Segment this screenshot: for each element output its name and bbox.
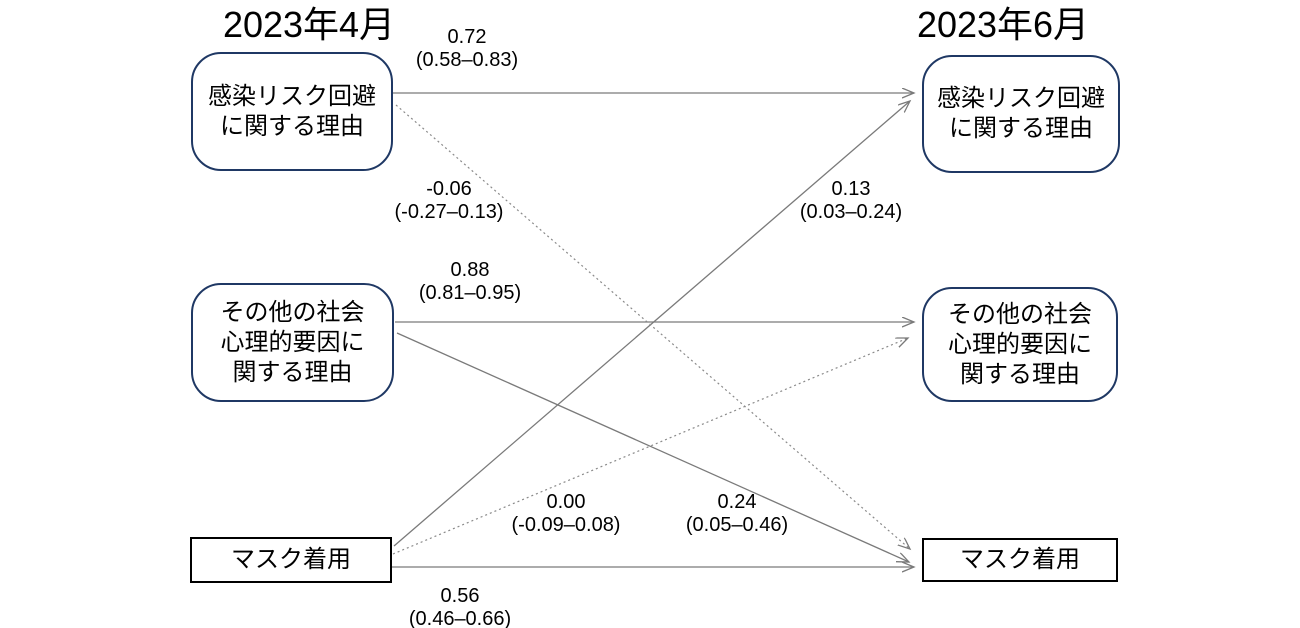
edge-estimate: 0.72 (447, 26, 487, 48)
node-label-line: 心理的要因に (948, 330, 1092, 358)
edge-confidence-interval: (0.46–0.66) (408, 608, 512, 628)
edge-mask-to-psych-line (392, 338, 908, 555)
edge-label-mask-to-mask: 0.56 (0.46–0.66) (409, 585, 511, 628)
edge-estimate: 0.56 (440, 585, 480, 607)
edge-label-mask-to-infection: 0.13 (0.03–0.24) (800, 178, 902, 224)
edge-estimate: 0.24 (717, 491, 757, 513)
node-label-line: に関する理由 (949, 115, 1093, 142)
node-label-line: マスク着用 (960, 546, 1080, 573)
node-label-line: に関する理由 (220, 112, 364, 140)
edge-label-infection-to-mask: -0.06 (-0.27–0.13) (395, 178, 504, 224)
edge-psych-to-mask-line (396, 332, 909, 562)
edge-confidence-interval: (0.58–0.83) (415, 49, 519, 71)
edge-estimate: -0.06 (426, 178, 472, 200)
edge-mask-to-infection-line (393, 101, 910, 547)
node-label-line: 関する理由 (960, 360, 1080, 388)
edge-label-mask-to-psych: 0.00 (-0.09–0.08) (512, 491, 621, 537)
node-other-psychosocial-factors-june: その他の社会 心理的要因に 関する理由 (922, 287, 1118, 402)
edge-label-psych-to-mask: 0.24 (0.05–0.46) (686, 491, 788, 537)
edge-label-psych-to-psych: 0.88 (0.81–0.95) (419, 259, 521, 305)
node-label-line: その他の社会 (220, 298, 365, 326)
node-label-line: 感染リスク回避 (937, 85, 1105, 112)
edge-confidence-interval: (0.03–0.24) (799, 201, 903, 223)
edge-infection-to-mask-line (395, 104, 910, 549)
node-infection-risk-avoidance-june: 感染リスク回避 に関する理由 (922, 55, 1120, 173)
edge-confidence-interval: (0.81–0.95) (418, 282, 522, 304)
edge-estimate: 0.88 (450, 259, 490, 281)
time-title-june-2023: 2023年6月 (916, 4, 1090, 45)
node-label-line: 感染リスク回避 (208, 82, 376, 110)
edge-confidence-interval: (-0.27–0.13) (394, 201, 504, 223)
node-other-psychosocial-factors-april: その他の社会 心理的要因に 関する理由 (191, 283, 394, 402)
node-label-line: マスク着用 (231, 546, 351, 573)
edge-estimate: 0.00 (546, 491, 586, 513)
node-label-line: 関する理由 (232, 358, 353, 386)
edge-label-infection-to-infection: 0.72 (0.58–0.83) (416, 26, 518, 72)
node-mask-wearing-june: マスク着用 (922, 538, 1118, 582)
node-label-line: 心理的要因に (220, 328, 365, 356)
node-label-line: その他の社会 (948, 300, 1092, 328)
edge-estimate: 0.13 (831, 178, 871, 200)
node-infection-risk-avoidance-april: 感染リスク回避 に関する理由 (191, 52, 393, 171)
time-title-april-2023: 2023年4月 (222, 4, 396, 45)
node-mask-wearing-april: マスク着用 (190, 537, 392, 583)
edge-confidence-interval: (0.05–0.46) (685, 514, 789, 536)
edge-confidence-interval: (-0.09–0.08) (511, 514, 621, 536)
